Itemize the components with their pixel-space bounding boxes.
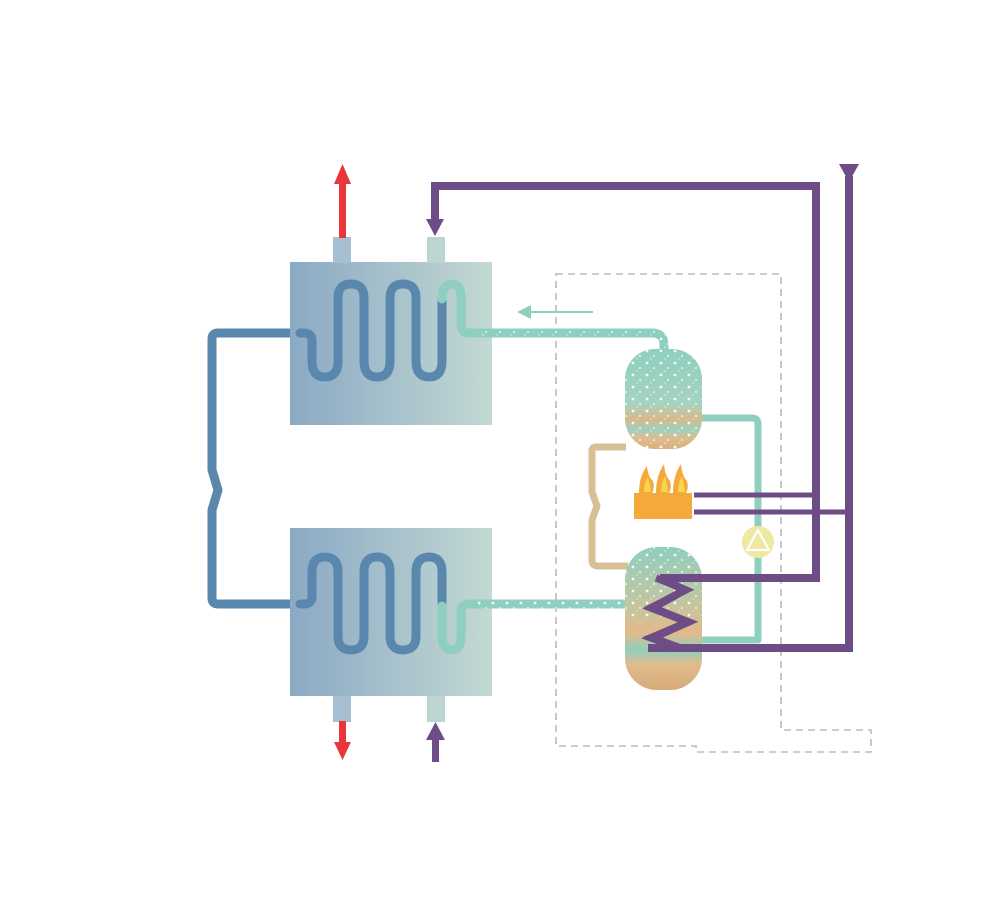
heat-in-bottom-arrow [426, 722, 445, 762]
pump-icon [745, 528, 771, 552]
heat-out-bottom-arrow [334, 721, 351, 760]
condenser-coil [295, 279, 447, 382]
solution-supply-line [700, 414, 762, 644]
solution-pump [742, 526, 774, 558]
heat-in-top-arrow [426, 219, 444, 236]
system-boundary [555, 273, 872, 753]
heating-return-top [431, 182, 820, 582]
vapour-line-upper-dots [478, 328, 669, 352]
evaporator-outlet-stub [333, 696, 351, 722]
evaporator-coil [295, 552, 447, 655]
evaporator-inlet-stub [427, 696, 445, 722]
evaporator-coil-refrigerant [437, 599, 485, 655]
condenser-unit [290, 237, 492, 425]
condenser-coil-refrigerant [437, 279, 485, 338]
heat-out-top-arrow [334, 164, 351, 238]
condenser-inlet-stub [427, 237, 445, 263]
solution-return-line [588, 443, 628, 570]
generator-vessel [625, 349, 702, 449]
evaporator-unit [290, 528, 492, 722]
flow-arrow-left [517, 305, 593, 319]
condenser-outlet-stub [333, 237, 351, 263]
absorber-vessel [625, 547, 702, 690]
flame-icon [673, 464, 688, 493]
heating-supply-inlet-arrow [839, 164, 859, 182]
heating-supply-right [648, 176, 853, 652]
refrigerant-loop-pipe [207, 328, 300, 609]
heating-coil-overlay [642, 574, 698, 652]
gas-burner [634, 464, 692, 519]
flame-icon [656, 464, 671, 493]
